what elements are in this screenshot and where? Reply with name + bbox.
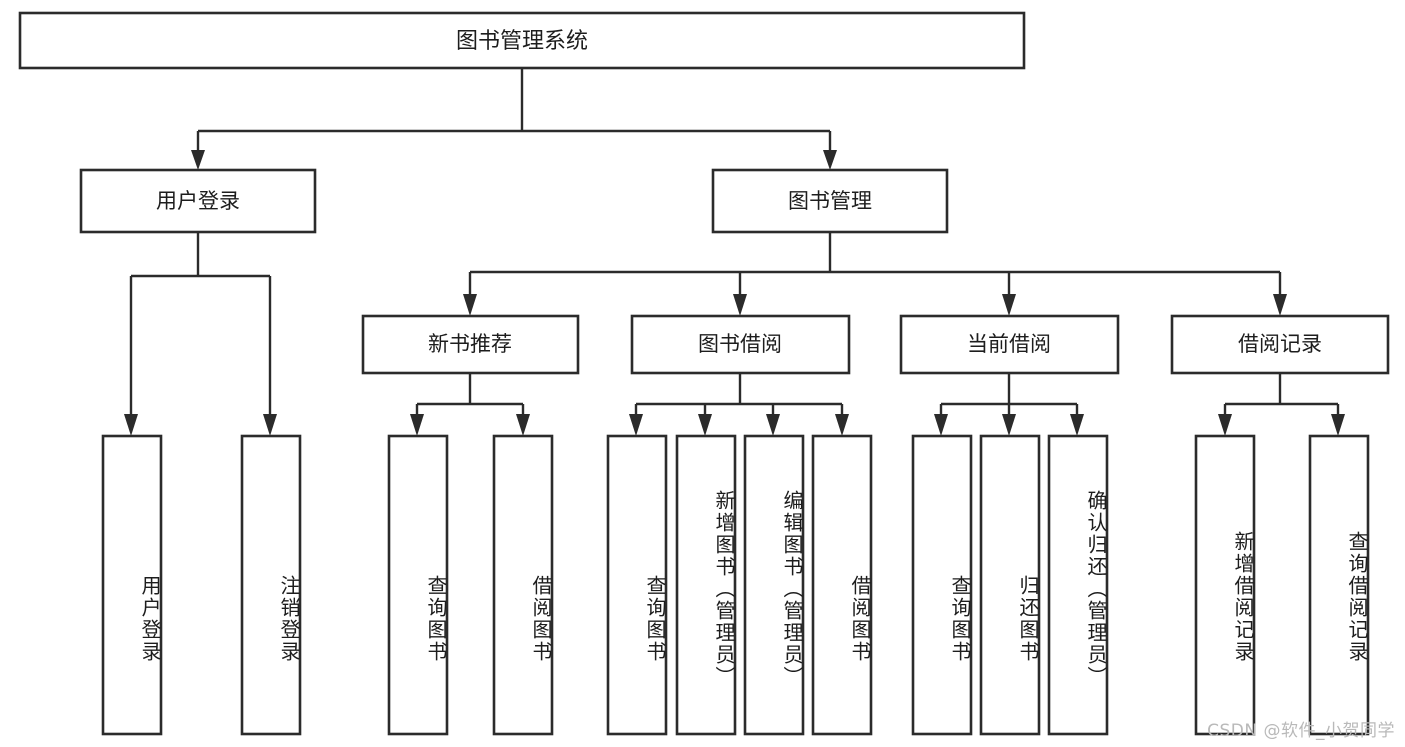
- arrow-current-borrow: [1002, 294, 1016, 316]
- arrow-leaf-logout: [263, 414, 277, 436]
- leaf-box-query-book-1[interactable]: [387, 434, 449, 736]
- leaf-box-borrow-book-1[interactable]: [492, 434, 554, 736]
- leaf-box-add-record[interactable]: [1194, 434, 1256, 736]
- node-book-borrow-label: 图书借阅: [698, 332, 782, 356]
- leaf-box-confirm-return[interactable]: [1047, 434, 1109, 736]
- node-borrow-record[interactable]: 借阅记录: [1170, 314, 1390, 375]
- node-root-box[interactable]: [18, 11, 1026, 70]
- leaf-box-query-book-2[interactable]: [606, 434, 668, 736]
- arrow-leaf-borrow-book-2: [835, 414, 849, 436]
- node-new-book-rec-box[interactable]: [361, 314, 580, 375]
- arrow-borrow-record: [1273, 294, 1287, 316]
- arrow-new-book-rec: [463, 294, 477, 316]
- leaf-box-logout[interactable]: [240, 434, 302, 736]
- arrow-leaf-user-login: [124, 414, 138, 436]
- arrow-leaf-query-book-2: [629, 414, 643, 436]
- arrow-user-login: [191, 150, 205, 170]
- arrow-leaf-query-book-1: [410, 414, 424, 436]
- arrow-leaf-confirm-return: [1070, 414, 1084, 436]
- arrow-leaf-add-book-admin: [698, 414, 712, 436]
- leaf-box-user-login[interactable]: [101, 434, 163, 736]
- node-root[interactable]: 图书管理系统: [18, 11, 1026, 70]
- arrow-leaf-return-book: [1002, 414, 1016, 436]
- node-user-login-label: 用户登录: [156, 189, 240, 213]
- leaf-box-query-record[interactable]: [1308, 434, 1370, 736]
- node-root-label: 图书管理系统: [456, 29, 588, 54]
- arrow-leaf-add-record: [1218, 414, 1232, 436]
- node-current-borrow-label: 当前借阅: [967, 332, 1051, 356]
- node-new-book-rec-label: 新书推荐: [428, 332, 512, 356]
- arrow-book-manage: [823, 150, 837, 170]
- leaf-box-group: [101, 434, 1370, 736]
- leaf-box-return-book[interactable]: [979, 434, 1041, 736]
- leaf-box-query-book-3[interactable]: [911, 434, 973, 736]
- node-user-login[interactable]: 用户登录: [79, 168, 317, 234]
- node-current-borrow-box[interactable]: [899, 314, 1120, 375]
- csdn-watermark: CSDN @软件_小贺同学: [1207, 721, 1395, 741]
- node-book-borrow-box[interactable]: [630, 314, 851, 375]
- node-current-borrow[interactable]: 当前借阅: [899, 314, 1120, 375]
- node-user-login-box[interactable]: [79, 168, 317, 234]
- node-borrow-record-box[interactable]: [1170, 314, 1390, 375]
- arrow-leaf-borrow-book-1: [516, 414, 530, 436]
- arrow-leaf-edit-book-admin: [766, 414, 780, 436]
- leaf-box-add-book-admin[interactable]: [675, 434, 737, 736]
- arrow-leaf-query-record: [1331, 414, 1345, 436]
- edge-group: [124, 68, 1345, 436]
- node-new-book-rec[interactable]: 新书推荐: [361, 314, 580, 375]
- arrow-book-borrow: [733, 294, 747, 316]
- node-book-manage-label: 图书管理: [788, 189, 872, 213]
- node-book-manage[interactable]: 图书管理: [711, 168, 949, 234]
- node-borrow-record-label: 借阅记录: [1238, 332, 1322, 356]
- node-book-borrow[interactable]: 图书借阅: [630, 314, 851, 375]
- leaf-box-borrow-book-2[interactable]: [811, 434, 873, 736]
- leaf-box-edit-book-admin[interactable]: [743, 434, 805, 736]
- node-book-manage-box[interactable]: [711, 168, 949, 234]
- arrow-leaf-query-book-3: [934, 414, 948, 436]
